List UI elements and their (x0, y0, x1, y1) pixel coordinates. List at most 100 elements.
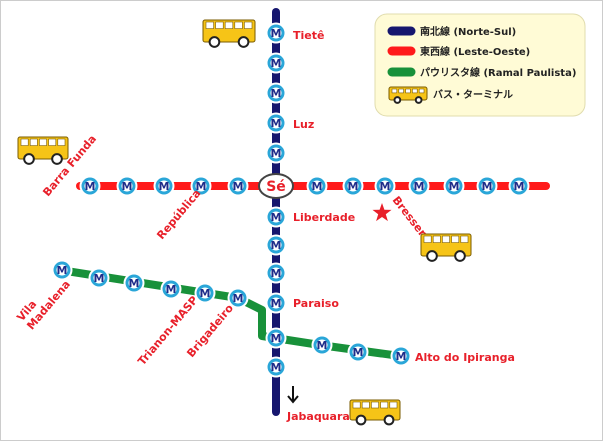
station-symbol: M (271, 332, 282, 345)
station-core (270, 57, 282, 69)
station-core (199, 287, 211, 299)
station-marker[interactable]: M (79, 175, 101, 197)
bus-wheel (51, 153, 63, 165)
station-marker[interactable]: M (347, 341, 369, 363)
station-marker[interactable]: M (265, 82, 287, 104)
station-core (270, 27, 282, 39)
bus-layer (17, 19, 472, 426)
bus-window (234, 21, 243, 29)
station-marker[interactable]: M (390, 345, 412, 367)
bus-window (57, 138, 66, 146)
station-marker[interactable]: M (227, 287, 249, 309)
station-symbol: M (380, 180, 391, 193)
bus-window (405, 88, 411, 94)
station-marker[interactable]: M (265, 142, 287, 164)
station-core (270, 211, 282, 223)
station-marker[interactable]: M (190, 175, 212, 197)
station-core (270, 297, 282, 309)
station-symbol: M (396, 350, 407, 363)
station-core (270, 147, 282, 159)
station-marker[interactable]: M (265, 234, 287, 256)
legend-label: パウリスタ線 (Ramal Paulista) (420, 66, 576, 79)
station-symbol: M (271, 57, 282, 70)
station-marker[interactable]: M (116, 175, 138, 197)
bus-wheel (23, 153, 35, 165)
station-core (128, 277, 140, 289)
station-marker[interactable]: M (265, 356, 287, 378)
station-core (158, 180, 170, 192)
bus-window (423, 235, 432, 243)
station-core (481, 180, 493, 192)
station-marker[interactable]: M (153, 175, 175, 197)
station-marker[interactable]: M (265, 262, 287, 284)
station-core (413, 180, 425, 192)
bus-window (391, 88, 398, 94)
bus-wheel (383, 414, 395, 426)
station-label-tiete: Tietê (293, 29, 324, 42)
station-marker[interactable]: M (443, 175, 465, 197)
bus-window (205, 21, 214, 29)
bus-wheel (426, 250, 438, 262)
star-icon (372, 203, 392, 222)
station-symbol: M (129, 277, 140, 290)
station-symbol: M (271, 297, 282, 310)
station-symbol: M (233, 180, 244, 193)
station-symbol: M (271, 147, 282, 160)
station-symbol: M (271, 211, 282, 224)
bus-window (244, 21, 253, 29)
station-marker[interactable]: M (160, 278, 182, 300)
station-marker[interactable]: M (342, 175, 364, 197)
station-marker[interactable]: M (265, 112, 287, 134)
station-core (93, 272, 105, 284)
station-core (352, 346, 364, 358)
station-marker[interactable]: M (508, 175, 530, 197)
station-core (56, 264, 68, 276)
bus-wheel (393, 96, 402, 104)
bus-window (442, 235, 450, 243)
bus-window (361, 401, 370, 409)
hub-station-se[interactable]: Sé (258, 173, 294, 199)
bus-icon (17, 136, 69, 165)
station-core (270, 332, 282, 344)
station-marker[interactable]: M (51, 259, 73, 281)
station-marker[interactable]: M (265, 22, 287, 44)
station-core (311, 180, 323, 192)
station-marker[interactable]: M (194, 282, 216, 304)
station-symbol: M (271, 239, 282, 252)
station-label-liberdade: Liberdade (293, 211, 355, 224)
station-core (379, 180, 391, 192)
station-core (270, 361, 282, 373)
hub-station-label: Sé (266, 179, 286, 195)
station-marker[interactable]: M (88, 267, 110, 289)
station-marker[interactable]: M (476, 175, 498, 197)
station-marker[interactable]: M (227, 175, 249, 197)
station-symbol: M (233, 292, 244, 305)
station-symbol: M (514, 180, 525, 193)
station-marker[interactable]: M (311, 334, 333, 356)
station-marker[interactable]: M (123, 272, 145, 294)
station-marker[interactable]: M (265, 327, 287, 349)
station-marker[interactable]: M (265, 206, 287, 228)
bus-window (451, 235, 460, 243)
station-core (316, 339, 328, 351)
bus-wheel (454, 250, 466, 262)
legend-label: バス・ターミナル (433, 89, 513, 101)
bus-wheel (355, 414, 367, 426)
station-symbol: M (414, 180, 425, 193)
station-marker[interactable]: M (265, 52, 287, 74)
station-marker[interactable]: M (374, 175, 396, 197)
station-symbol: M (200, 287, 211, 300)
bus-window (460, 235, 469, 243)
station-core (121, 180, 133, 192)
station-marker[interactable]: M (306, 175, 328, 197)
bus-icon (388, 86, 428, 104)
station-marker[interactable]: M (408, 175, 430, 197)
bus-window (215, 21, 224, 29)
station-marker[interactable]: M (265, 292, 287, 314)
station-core (165, 283, 177, 295)
station-core (195, 180, 207, 192)
bus-window (352, 401, 361, 409)
